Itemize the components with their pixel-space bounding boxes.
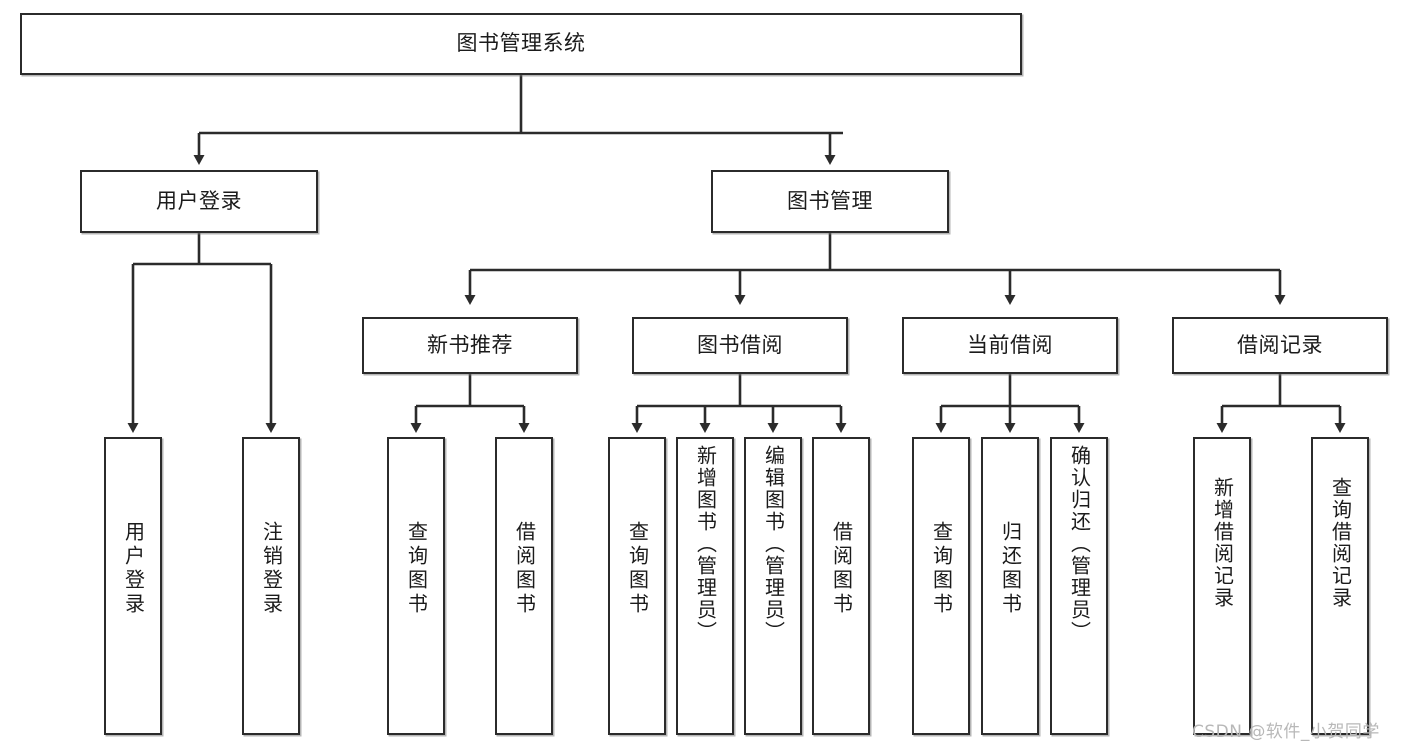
node-leaf-borrow-book-1-label: 借阅图书 <box>512 521 537 617</box>
node-root-label: 图书管理系统 <box>456 31 586 56</box>
node-book-manage[interactable]: 图书管理 <box>711 170 949 233</box>
node-current-borrow-label: 当前借阅 <box>967 332 1053 357</box>
node-leaf-confirm-return-label: 确认归还（管理员） <box>1067 445 1092 643</box>
node-leaf-query-record[interactable]: 查询借阅记录 <box>1311 437 1369 735</box>
node-leaf-confirm-return[interactable]: 确认归还（管理员） <box>1050 437 1108 735</box>
node-leaf-add-record[interactable]: 新增借阅记录 <box>1193 437 1251 735</box>
node-new-book-recommend-label: 新书推荐 <box>427 332 513 357</box>
node-leaf-borrow-book-2-label: 借阅图书 <box>829 521 854 617</box>
node-leaf-query-book-2[interactable]: 查询图书 <box>608 437 666 735</box>
node-leaf-user-login-label: 用户登录 <box>121 521 146 617</box>
node-leaf-edit-book-label: 编辑图书（管理员） <box>761 445 786 643</box>
node-new-book-recommend[interactable]: 新书推荐 <box>362 317 578 374</box>
node-leaf-add-record-label: 新增借阅记录 <box>1210 477 1235 609</box>
node-user-login-label: 用户登录 <box>156 188 242 213</box>
node-root[interactable]: 图书管理系统 <box>20 13 1022 75</box>
node-leaf-query-book-2-label: 查询图书 <box>625 521 650 617</box>
node-leaf-return-book-label: 归还图书 <box>998 521 1023 617</box>
node-leaf-return-book[interactable]: 归还图书 <box>981 437 1039 735</box>
node-leaf-borrow-book-2[interactable]: 借阅图书 <box>812 437 870 735</box>
node-leaf-add-book-label: 新增图书（管理员） <box>693 445 718 643</box>
node-current-borrow[interactable]: 当前借阅 <box>902 317 1118 374</box>
node-leaf-user-logout[interactable]: 注销登录 <box>242 437 300 735</box>
node-leaf-query-book-3-label: 查询图书 <box>929 521 954 617</box>
node-leaf-query-book-3[interactable]: 查询图书 <box>912 437 970 735</box>
node-leaf-query-book-1[interactable]: 查询图书 <box>387 437 445 735</box>
node-leaf-query-record-label: 查询借阅记录 <box>1328 477 1353 609</box>
node-user-login[interactable]: 用户登录 <box>80 170 318 233</box>
node-leaf-query-book-1-label: 查询图书 <box>404 521 429 617</box>
node-borrow-record[interactable]: 借阅记录 <box>1172 317 1388 374</box>
node-leaf-borrow-book-1[interactable]: 借阅图书 <box>495 437 553 735</box>
node-leaf-edit-book[interactable]: 编辑图书（管理员） <box>744 437 802 735</box>
node-book-borrow[interactable]: 图书借阅 <box>632 317 848 374</box>
node-leaf-add-book[interactable]: 新增图书（管理员） <box>676 437 734 735</box>
node-leaf-user-login[interactable]: 用户登录 <box>104 437 162 735</box>
node-borrow-record-label: 借阅记录 <box>1237 332 1323 357</box>
node-leaf-user-logout-label: 注销登录 <box>259 521 284 617</box>
node-book-manage-label: 图书管理 <box>787 188 873 213</box>
node-book-borrow-label: 图书借阅 <box>697 332 783 357</box>
csdn-watermark: CSDN @软件_小贺同学 <box>1192 722 1380 742</box>
